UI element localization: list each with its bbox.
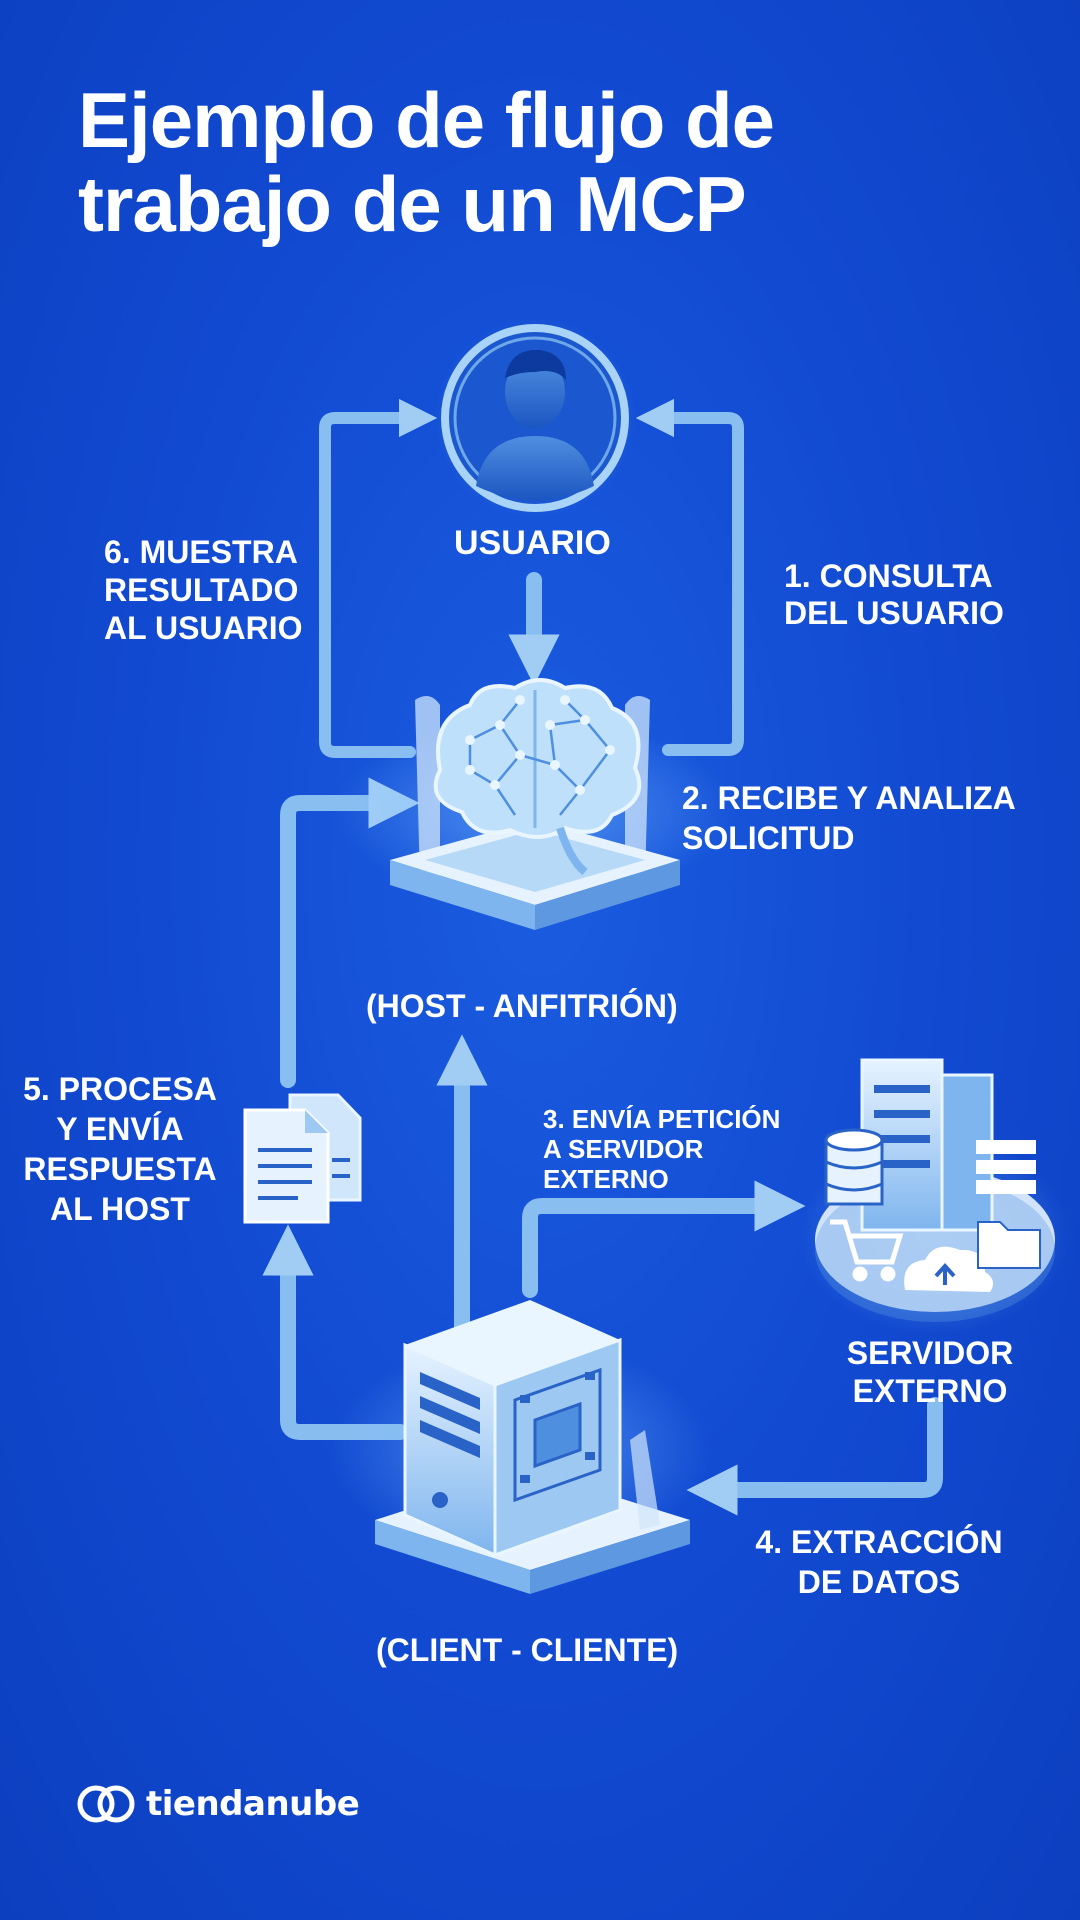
computer-icon [330, 1300, 710, 1594]
title-line-2: trabajo de un MCP [78, 160, 747, 248]
step-1-line-2: DEL USUARIO [784, 595, 1004, 631]
document-icon [243, 1093, 362, 1224]
brain-icon [335, 678, 735, 930]
cart-icon [830, 1219, 904, 1282]
step-2-line-1: 2. RECIBE Y ANALIZA [682, 780, 1016, 816]
database-icon [824, 1128, 884, 1206]
step-6-label: 6. MUESTRA RESULTADO AL USUARIO [104, 533, 303, 647]
arrow-step-4 [686, 1397, 943, 1516]
tiendanube-logo-icon [77, 1785, 135, 1823]
step-5-line-1: 5. PROCESA [23, 1071, 217, 1107]
arrow-step-1 [635, 398, 744, 756]
step-5-line-4: AL HOST [50, 1191, 190, 1227]
step-4-label: 4. EXTRACCIÓN DE DATOS [744, 1522, 1014, 1602]
arrow-document-to-host [280, 777, 420, 1088]
step-1-label: 1. CONSULTA DEL USUARIO [784, 558, 1004, 632]
step-5-line-3: RESPUESTA [23, 1151, 217, 1187]
node-label-client: (CLIENT - CLIENTE) [376, 1632, 679, 1668]
step-6-line-2: RESULTADO [104, 572, 299, 608]
cloud-upload-icon [904, 1246, 994, 1292]
step-5-label: 5. PROCESA Y ENVÍA RESPUESTA AL HOST [14, 1069, 226, 1229]
step-4-line-1: 4. EXTRACCIÓN [755, 1524, 1003, 1560]
step-6-line-1: 6. MUESTRA [104, 534, 298, 570]
server-icon [800, 1058, 1070, 1335]
step-6-line-3: AL USUARIO [104, 610, 303, 646]
step-3-line-3: EXTERNO [543, 1164, 669, 1194]
arrow-client-to-document [262, 1224, 408, 1440]
step-3-label: 3. ENVÍA PETICIÓN A SERVIDOR EXTERNO [543, 1104, 780, 1194]
step-2-line-2: SOLICITUD [682, 820, 855, 856]
node-label-user: USUARIO [454, 524, 611, 562]
brand-logo[interactable]: tiendanube [76, 1782, 360, 1826]
step-5-line-2: Y ENVÍA [56, 1111, 184, 1147]
page-title: Ejemplo de flujo de trabajo de un MCP [78, 76, 775, 248]
step-1-line-1: 1. CONSULTA [784, 558, 993, 594]
title-line-1: Ejemplo de flujo de [78, 76, 775, 164]
step-3-line-2: A SERVIDOR [543, 1134, 704, 1164]
step-3-line-1: 3. ENVÍA PETICIÓN [543, 1104, 781, 1134]
node-label-host: (HOST - ANFITRIÓN) [366, 988, 678, 1024]
folder-icon [977, 1221, 1041, 1269]
server-line-2: EXTERNO [852, 1373, 1008, 1409]
brand-name: tiendanube [146, 1784, 360, 1824]
step-4-line-2: DE DATOS [797, 1564, 961, 1600]
node-label-server: SERVIDOR EXTERNO [830, 1334, 1030, 1410]
arrow-step-6 [319, 398, 438, 758]
server-line-1: SERVIDOR [846, 1335, 1014, 1371]
step-2-label: 2. RECIBE Y ANALIZA SOLICITUD [682, 778, 1016, 858]
user-icon [435, 318, 635, 518]
arrow-step-3 [522, 1180, 806, 1298]
